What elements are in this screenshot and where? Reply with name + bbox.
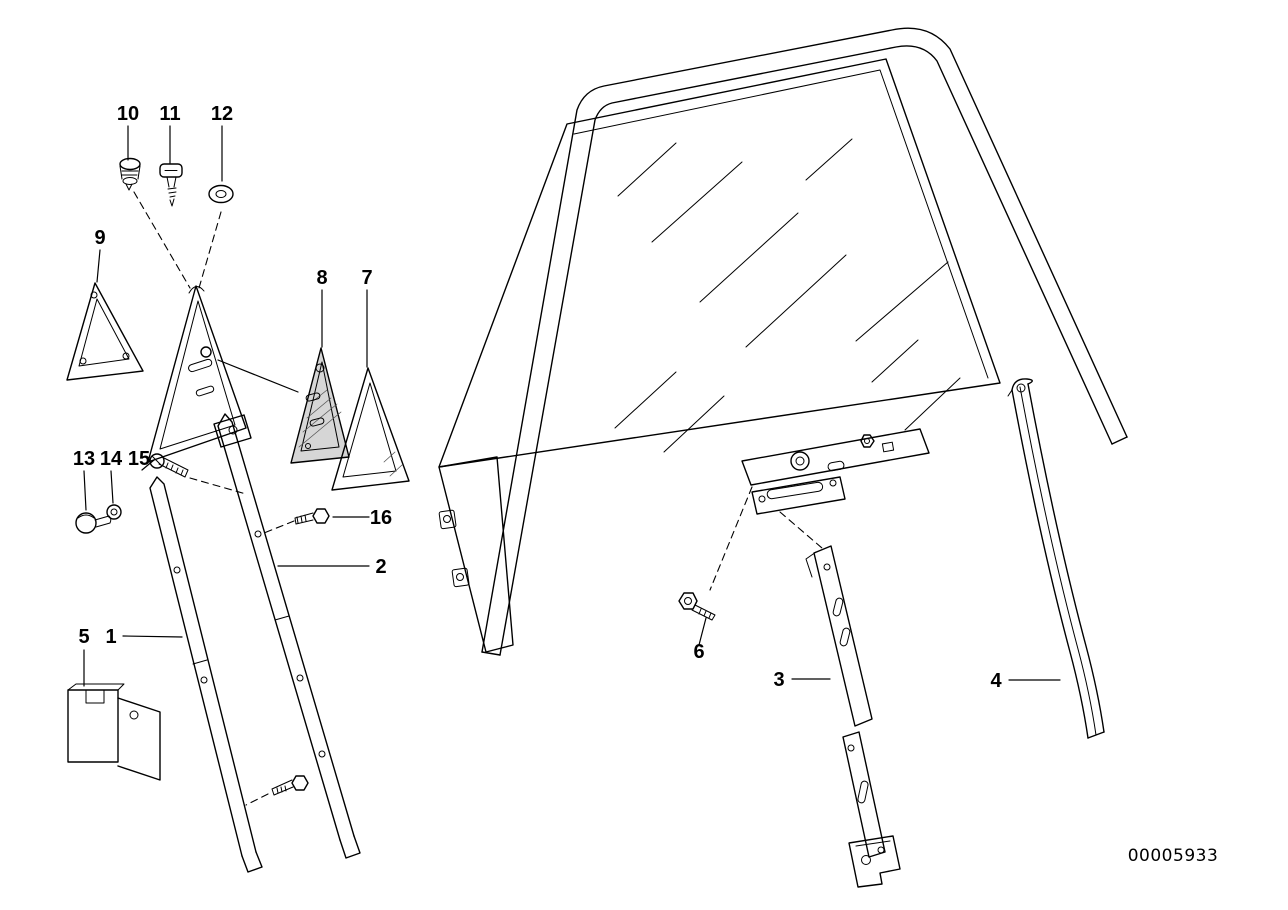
part-7-triangle-trim (331, 367, 410, 491)
diagram-artwork (66, 27, 1128, 888)
callout-10: 10 (117, 103, 139, 125)
part-1-pillar-strip (149, 476, 263, 873)
part-16-bolt (294, 508, 330, 525)
window-frame-seal (481, 27, 1128, 656)
glass-reflection-lines (614, 138, 961, 453)
part-9-triangle-frame (66, 282, 144, 381)
glass-tab (438, 509, 457, 530)
callout-9: 9 (94, 227, 105, 249)
pillar-triangle-cover (147, 285, 252, 463)
part-4-window-channel (1007, 378, 1105, 739)
part-14-washer (106, 504, 122, 520)
part-13-pin (75, 512, 112, 534)
glass-tongue (438, 456, 514, 653)
part-2-pillar-strip (217, 413, 361, 859)
part-6-bolt (678, 592, 716, 621)
rail-bolt (860, 434, 875, 448)
part-15-screw (149, 453, 189, 478)
cover-bracket-tab (213, 414, 252, 448)
rail-lower-bracket (751, 476, 846, 515)
part-3-guide-rail (805, 545, 901, 888)
part-11-screw (159, 163, 183, 207)
rail-foot-bracket (848, 835, 901, 888)
leader-lines (83, 125, 1061, 687)
callout-7: 7 (361, 267, 372, 289)
callout-13: 13 (73, 448, 95, 470)
glass-tab (451, 567, 470, 588)
doc-number: 00005933 (1128, 846, 1219, 866)
construction-lines (133, 191, 823, 806)
callout-8: 8 (316, 267, 327, 289)
part-5-clip-bracket (67, 683, 161, 781)
part-10-screw (119, 157, 141, 191)
triangle-shaded-panel (290, 347, 350, 464)
part-12-washer (208, 184, 234, 204)
window-glass (438, 58, 1001, 653)
glass-outline (438, 58, 1001, 468)
callout-15: 15 (128, 448, 150, 470)
callout-3: 3 (773, 669, 784, 691)
callout-4: 4 (990, 670, 1002, 692)
callout-11: 11 (159, 103, 180, 125)
lower-fixing-bolt (271, 775, 309, 796)
callout-16: 16 (370, 507, 392, 529)
callout-12: 12 (211, 103, 233, 125)
callout-6: 6 (693, 641, 704, 663)
callout-5: 5 (78, 626, 89, 648)
part-8-triangle-trim (290, 347, 350, 464)
callout-1: 1 (105, 626, 116, 648)
callout-14: 14 (100, 448, 123, 470)
glass-lift-rail (741, 428, 930, 515)
callout-labels: 10 11 12 9 8 7 13 14 15 16 2 5 1 6 3 4 0… (73, 103, 1218, 866)
callout-2: 2 (375, 556, 386, 578)
